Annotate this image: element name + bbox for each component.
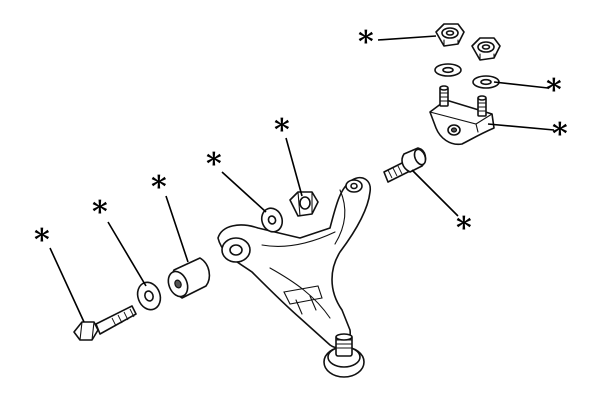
callout-marker-nut-mid: * xyxy=(274,113,290,148)
washer-right xyxy=(472,75,500,89)
leader-washer-left xyxy=(107,221,147,287)
callout-marker-washer-right: * xyxy=(546,73,562,108)
leader-washer-right xyxy=(493,81,549,89)
mounting-bracket xyxy=(429,85,495,146)
leader-bolt xyxy=(49,247,85,323)
nut-mid xyxy=(289,191,319,217)
leader-nut-mid xyxy=(285,137,303,197)
rear-bush-stud xyxy=(383,147,427,183)
bush-left xyxy=(167,257,211,299)
callout-marker-washer-left: * xyxy=(92,195,108,230)
callout-marker-washer-mid: * xyxy=(206,147,222,182)
leader-lines xyxy=(49,35,555,323)
callout-marker-nut-top-left: * xyxy=(358,25,374,60)
leader-bracket xyxy=(487,123,555,131)
leader-rear-bush xyxy=(411,169,459,217)
callout-marker-bolt: * xyxy=(34,223,50,258)
washer-top-left xyxy=(434,63,462,77)
leader-bush-left xyxy=(165,195,189,263)
leader-washer-mid xyxy=(221,171,267,213)
washer-mid xyxy=(260,207,284,233)
ball-joint xyxy=(323,333,365,378)
nut-top-left xyxy=(435,23,465,47)
callout-markers: * * * * * * * * * xyxy=(34,25,568,258)
lower-control-arm xyxy=(217,176,372,378)
callout-marker-bracket: * xyxy=(552,117,568,152)
washer-left xyxy=(136,281,162,311)
pivot-bolt xyxy=(73,305,137,341)
callout-marker-bush-left: * xyxy=(151,170,167,205)
callout-marker-rear-bush: * xyxy=(456,211,472,246)
nut-top-right xyxy=(471,37,501,61)
leader-nut-top xyxy=(377,35,437,41)
